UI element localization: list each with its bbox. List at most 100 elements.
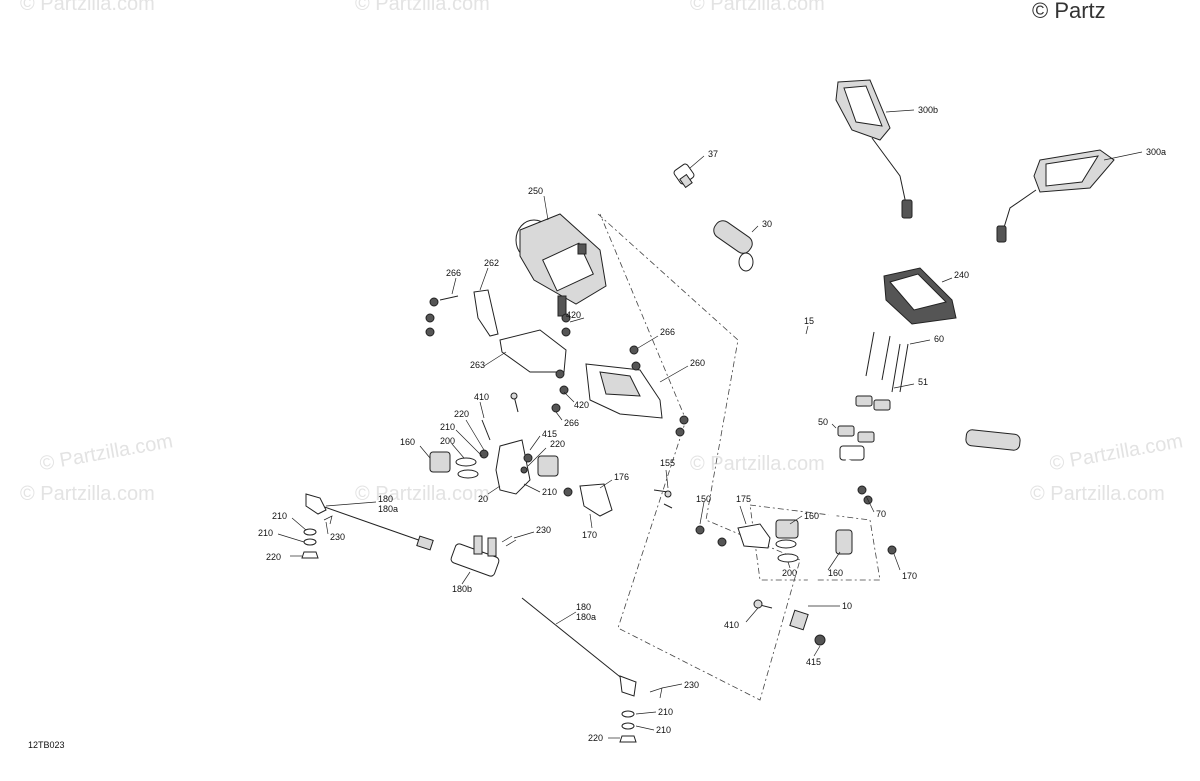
- bushings-160-left[interactable]: [429, 451, 559, 477]
- watermarks: © Partzilla.com © Partzilla.com © Partzi…: [20, 0, 1184, 505]
- callout-60: 60: [934, 334, 944, 344]
- nut-420-b[interactable]: [555, 369, 565, 379]
- bolt-266-right-a[interactable]: [679, 415, 689, 425]
- diagram-reference-code: 12TB023: [28, 740, 65, 750]
- callout-30: 30: [762, 219, 772, 229]
- cotter-pins-230-center[interactable]: [501, 535, 517, 547]
- bracket-263[interactable]: [499, 329, 567, 373]
- callout-220-b: 220: [550, 439, 565, 449]
- callout-230-b: 230: [536, 525, 551, 535]
- callout-210-d: 210: [258, 528, 273, 538]
- bolt-266-top[interactable]: [629, 345, 639, 355]
- callout-200-b: 200: [782, 568, 797, 578]
- watermark-mid-3: © Partzilla.com: [690, 453, 825, 475]
- cotter-pin-230-right[interactable]: [649, 687, 663, 699]
- washer-210-left[interactable]: [479, 449, 489, 459]
- callout-420-b: 420: [574, 400, 589, 410]
- callout-160-a: 160: [400, 437, 415, 447]
- cotter-pin-230-left[interactable]: [323, 515, 333, 525]
- washer-220-left[interactable]: [520, 466, 528, 474]
- bolt-266-mid[interactable]: [631, 361, 641, 371]
- callout-420-a: 420: [566, 310, 581, 320]
- watermark-mid-1: © Partzilla.com: [20, 483, 155, 505]
- leader-lines: [277, 109, 1143, 739]
- callout-250: 250: [528, 186, 543, 196]
- watermark-mid-4: © Partzilla.com: [1030, 483, 1165, 505]
- watermark-top-1: © Partzilla.com: [20, 0, 155, 15]
- nut-170-right[interactable]: [887, 545, 897, 555]
- callout-300b: 300b: [918, 105, 938, 115]
- power-steering-unit[interactable]: [515, 213, 607, 317]
- callout-160-b: 160: [804, 511, 819, 521]
- callout-210-c: 210: [272, 511, 287, 521]
- column-bracket-175[interactable]: [737, 523, 771, 549]
- steering-column[interactable]: [789, 445, 865, 631]
- handlebar-grip-left[interactable]: [711, 218, 756, 272]
- callout-266-c: 266: [564, 418, 579, 428]
- callout-150: 150: [696, 494, 711, 504]
- watermark-top-2: © Partzilla.com: [355, 0, 490, 15]
- hardware-left-tierod[interactable]: [301, 528, 319, 559]
- callout-266-b: 266: [660, 327, 675, 337]
- bolts-266-left[interactable]: [425, 295, 459, 337]
- callout-415-b: 415: [806, 657, 821, 667]
- handlebar-end-plug[interactable]: [673, 163, 695, 189]
- callout-20: 20: [478, 494, 488, 504]
- bracket-176[interactable]: [579, 483, 613, 517]
- callout-180a-c: 180a: [576, 612, 596, 622]
- callout-170-a: 170: [582, 530, 597, 540]
- callout-220-d: 220: [588, 733, 603, 743]
- bushing-160-right[interactable]: [775, 519, 853, 555]
- callout-210-e: 210: [658, 707, 673, 717]
- callout-176: 176: [614, 472, 629, 482]
- nut-420-a[interactable]: [561, 313, 571, 323]
- bolt-266-low[interactable]: [551, 403, 561, 413]
- o-ring-200-right[interactable]: [775, 539, 799, 563]
- bolt-155[interactable]: [653, 489, 673, 509]
- callout-50: 50: [818, 417, 828, 427]
- callout-410-a: 410: [474, 392, 489, 402]
- nut-170-left[interactable]: [563, 487, 573, 497]
- nut-150[interactable]: [695, 525, 705, 535]
- bracket-262[interactable]: [473, 289, 499, 337]
- steering-arm-20[interactable]: [495, 439, 531, 495]
- bolt-410-left-b[interactable]: [481, 419, 491, 441]
- handlebar[interactable]: [764, 310, 1021, 451]
- handlebar-clamp-bolts[interactable]: [865, 331, 909, 393]
- callout-70: 70: [876, 509, 886, 519]
- handlebar-cover[interactable]: [883, 267, 957, 325]
- nut-70a[interactable]: [857, 485, 867, 495]
- hardware-right-tierod[interactable]: [619, 710, 637, 743]
- nut-420-a2[interactable]: [561, 327, 571, 337]
- callout-262: 262: [484, 258, 499, 268]
- bolt-410-left[interactable]: [510, 392, 519, 413]
- bolt-266-right-b[interactable]: [675, 427, 685, 437]
- watermark-mid-2: © Partzilla.com: [355, 483, 490, 505]
- callout-170-b: 170: [902, 571, 917, 581]
- nut-420-c[interactable]: [559, 385, 569, 395]
- tie-rod-right[interactable]: [521, 597, 637, 697]
- callout-160-c: 160: [828, 568, 843, 578]
- nut-415[interactable]: [814, 634, 826, 646]
- callout-240: 240: [954, 270, 969, 280]
- callout-labels: 37 30 300b 300a 240 15 60 51 50 70 250 2…: [258, 105, 1166, 743]
- callout-180-a: 180: [378, 494, 393, 504]
- callout-415-a: 415: [542, 429, 557, 439]
- callout-220-a: 220: [454, 409, 469, 419]
- nut-415-left[interactable]: [523, 453, 533, 463]
- mirror-left[interactable]: [835, 79, 913, 219]
- callout-180b: 180b: [452, 584, 472, 594]
- bolt-410-column[interactable]: [753, 599, 773, 609]
- o-rings-200-left[interactable]: [455, 457, 479, 479]
- bracket-260[interactable]: [585, 363, 663, 419]
- handlebar-clamps[interactable]: [837, 395, 891, 443]
- tie-rod-left[interactable]: [305, 493, 434, 551]
- callout-210-f: 210: [656, 725, 671, 735]
- callout-15: 15: [804, 316, 814, 326]
- nut-150b[interactable]: [717, 537, 727, 547]
- steering-center-link-180b[interactable]: [450, 535, 500, 577]
- mirror-right[interactable]: [996, 149, 1115, 243]
- callout-230-a: 230: [330, 532, 345, 542]
